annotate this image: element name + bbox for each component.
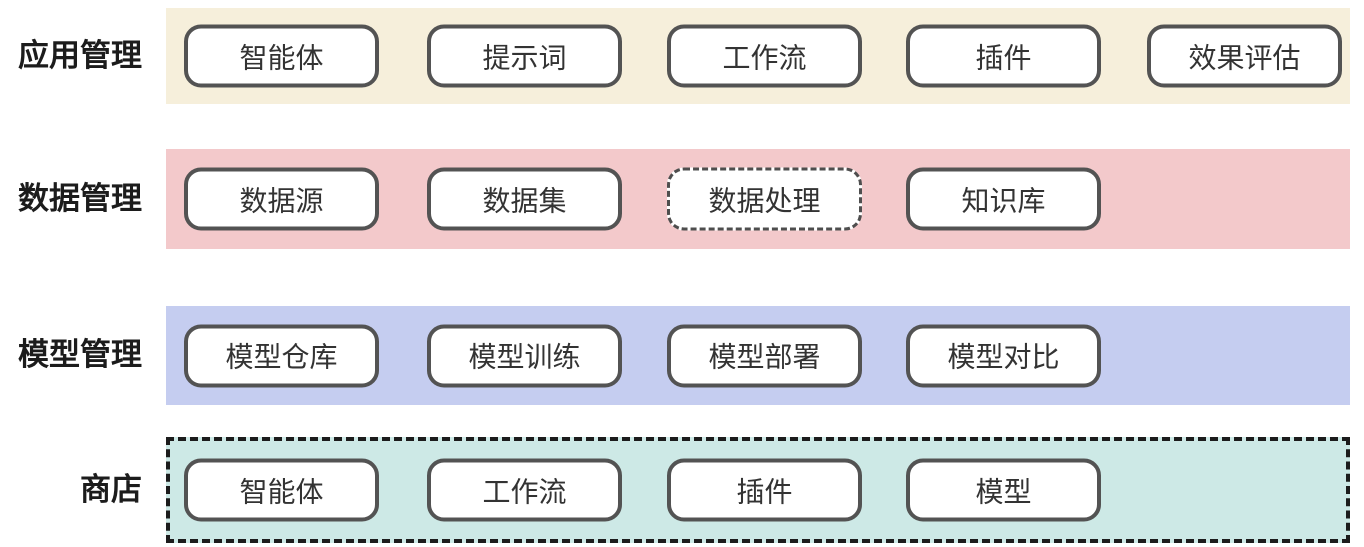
node-model-comparison: 模型对比 bbox=[906, 324, 1101, 387]
band-model-management: 模型仓库 模型训练 模型部署 模型对比 bbox=[166, 306, 1350, 405]
row-label-model-management: 模型管理 bbox=[18, 337, 142, 372]
node-plugin: 插件 bbox=[906, 24, 1101, 88]
band-data-management: 数据源 数据集 数据处理 知识库 bbox=[166, 149, 1350, 249]
node-data-source: 数据源 bbox=[184, 167, 379, 231]
node-data-processing: 数据处理 bbox=[667, 167, 862, 231]
node-effect-evaluation: 效果评估 bbox=[1147, 24, 1342, 88]
node-dataset: 数据集 bbox=[427, 167, 622, 231]
row-label-store: 商店 bbox=[80, 472, 142, 507]
band-store: 智能体 工作流 插件 模型 bbox=[166, 437, 1350, 543]
node-workflow: 工作流 bbox=[667, 24, 862, 88]
node-store-workflow: 工作流 bbox=[427, 458, 622, 522]
node-store-agent: 智能体 bbox=[184, 458, 379, 522]
row-label-app-management: 应用管理 bbox=[18, 38, 142, 73]
row-label-data-management: 数据管理 bbox=[18, 181, 142, 216]
node-model-deployment: 模型部署 bbox=[667, 324, 862, 387]
node-store-model: 模型 bbox=[906, 458, 1101, 522]
node-agent: 智能体 bbox=[184, 24, 379, 88]
band-app-management: 智能体 提示词 工作流 插件 效果评估 bbox=[166, 8, 1350, 104]
node-model-repository: 模型仓库 bbox=[184, 324, 379, 387]
node-model-training: 模型训练 bbox=[427, 324, 622, 387]
node-knowledge-base: 知识库 bbox=[906, 167, 1101, 231]
node-store-plugin: 插件 bbox=[667, 458, 862, 522]
node-prompt: 提示词 bbox=[427, 24, 622, 88]
